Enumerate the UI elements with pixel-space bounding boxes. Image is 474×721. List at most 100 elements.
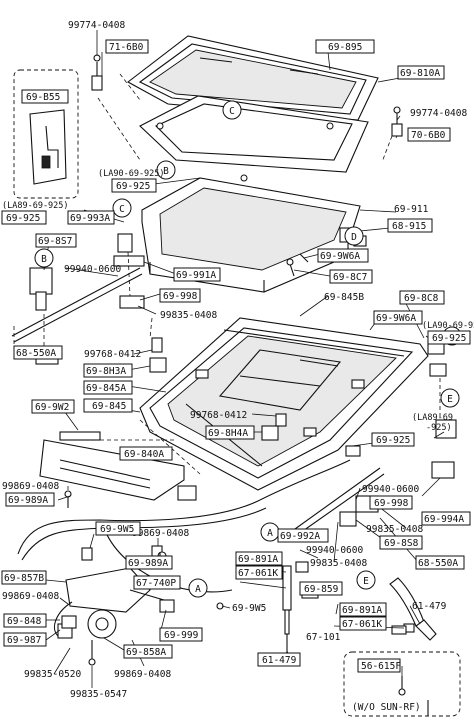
label-69-991A: 69-991A	[176, 270, 216, 281]
sunroof-main-frame-drawing	[139, 317, 429, 491]
callout-A-right: A	[260, 522, 280, 542]
label-69-891A-a: 69-891A	[238, 554, 278, 565]
svg-text:A: A	[195, 584, 201, 595]
label-69-845A: 69-845A	[86, 383, 126, 394]
label-68-550A-a: 68-550A	[16, 348, 56, 359]
label-69-891A-b: 69-891A	[342, 605, 382, 616]
label-69-998-a: 69-998	[163, 291, 198, 302]
svg-text:D: D	[351, 232, 357, 243]
label-69-8H4A: 69-8H4A	[208, 428, 248, 439]
label-68-915: 68-915	[392, 221, 426, 232]
inset-69-B55-drawing	[13, 69, 79, 199]
sunroof-motor-drawing	[54, 567, 165, 639]
label-68-550A-b: 68-550A	[418, 558, 458, 569]
label-la90-note: (LA90-69-925)	[98, 169, 165, 179]
label-99940-0600-a: 99940-0600	[64, 264, 121, 275]
label-99774-0408-top: 99774-0408	[68, 20, 125, 31]
label-61-479-b: 61-479	[262, 655, 297, 666]
label-69-925-b: 69-925	[6, 213, 40, 224]
label-99869-0408-a: 99869-0408	[2, 481, 59, 492]
drain-hose-drawing	[389, 577, 437, 641]
reference-dashed-lines	[13, 73, 441, 475]
label-69-993A: 69-993A	[70, 213, 110, 224]
label-99869-0408-d: 99869-0408	[114, 669, 171, 680]
label-69-925-a: 69-925	[116, 181, 150, 192]
label-99835-0408-c: 99835-0408	[310, 558, 367, 569]
boxed-part-labels: 71-6B0 69-895 69-810A 70-6B0 69-B55 69-9…	[1, 39, 471, 673]
label-67-740P: 67-740P	[136, 578, 176, 589]
sunroof-seal-frame-drawing	[139, 95, 369, 182]
callout-A-left: A	[188, 578, 208, 598]
label-69-840A: 69-840A	[124, 449, 164, 460]
label-99869-0408-b: 99869-0408	[132, 528, 189, 539]
part-labels: 99774-0408 99774-0408 (LA90-69-925) (LA8…	[2, 20, 474, 713]
label-69-8C7: 69-8C7	[333, 272, 367, 283]
label-69-9W6A-a: 69-9W6A	[320, 251, 360, 262]
label-69-911: 69-911	[394, 204, 429, 215]
label-67-061K-b: 67-061K	[342, 619, 382, 630]
svg-text:B: B	[163, 166, 169, 177]
label-69-810A: 69-810A	[400, 68, 440, 79]
label-69-8C8: 69-8C8	[404, 293, 439, 304]
label-69-895: 69-895	[328, 42, 362, 53]
callout-C-left: C	[112, 198, 132, 218]
label-69-8S8: 69-8S8	[384, 538, 419, 549]
label-69-B55: 69-B55	[26, 92, 60, 103]
label-99768-0412-a: 99768-0412	[84, 349, 141, 360]
label-99940-0600-c: 99940-0600	[306, 545, 363, 556]
label-69-857B: 69-857B	[4, 573, 44, 584]
label-69-925-c: 69-925	[432, 333, 466, 344]
svg-text:B: B	[41, 254, 47, 265]
without-sunroof-box	[343, 651, 461, 717]
label-99869-0408-c: 99869-0408	[2, 591, 59, 602]
front-deflector-plate-drawing	[39, 439, 185, 501]
label-70-6B0: 70-6B0	[411, 130, 446, 141]
label-99835-0547: 99835-0547	[70, 689, 127, 700]
bolt-56-615F-drawing	[398, 676, 406, 696]
svg-text:E: E	[447, 394, 453, 405]
label-69-999: 69-999	[164, 630, 199, 641]
svg-text:C: C	[119, 204, 125, 215]
callout-E-bottom: E	[356, 570, 376, 590]
label-69-8H3A: 69-8H3A	[86, 366, 126, 377]
lift-strut-drawing	[282, 565, 292, 654]
label-61-479-a: 61-479	[412, 601, 447, 612]
label-69-994A: 69-994A	[424, 514, 464, 525]
callout-D-top: D	[344, 226, 364, 246]
label-99835-0520: 99835-0520	[24, 669, 81, 680]
label-69-9W6A-b: 69-9W6A	[376, 313, 416, 324]
callout-B-left: B	[34, 248, 54, 268]
label-69-925-d: 69-925	[376, 435, 410, 446]
label-69-8S7: 69-8S7	[38, 236, 72, 247]
label-69-989A-b: 69-989A	[128, 558, 168, 569]
callout-B-top: B	[156, 160, 176, 180]
label-69-858A: 69-858A	[126, 647, 166, 658]
label-la90-note-b: (LA90-69-925)	[422, 321, 474, 331]
label-69-859: 69-859	[304, 584, 339, 595]
label-67-101: 67-101	[306, 632, 341, 643]
svg-text:A: A	[267, 528, 273, 539]
label-69-9W5-b: 69-9W5	[232, 603, 266, 614]
label-69-845B: 69-845B	[324, 292, 364, 303]
label-69-9W5-a: 69-9W5	[100, 524, 134, 535]
label-69-848: 69-848	[7, 616, 42, 627]
label-69-845: 69-845	[92, 401, 126, 412]
label-69-9W2: 69-9W2	[35, 402, 69, 413]
label-la89-note-b2: -925)	[426, 423, 452, 433]
label-99835-0408-b: 99835-0408	[366, 524, 423, 535]
svg-text:E: E	[363, 576, 369, 587]
label-99768-0412-b: 99768-0412	[190, 410, 247, 421]
svg-text:C: C	[229, 106, 235, 117]
callout-E-right: E	[440, 388, 460, 408]
label-67-061K-a: 67-061K	[238, 568, 278, 579]
callout-C-top: C	[222, 100, 242, 120]
label-69-987: 69-987	[7, 635, 41, 646]
label-99774-0408-right: 99774-0408	[410, 108, 467, 119]
label-69-992A: 69-992A	[280, 531, 320, 542]
label-99835-0408-a: 99835-0408	[160, 310, 217, 321]
label-71-6B0: 71-6B0	[109, 42, 144, 53]
label-la89-note: (LA89-69-925)	[2, 201, 69, 211]
guide-rails-drawing	[11, 267, 385, 541]
label-wo-sun-rf: (W/O SUN-RF)	[352, 702, 421, 713]
